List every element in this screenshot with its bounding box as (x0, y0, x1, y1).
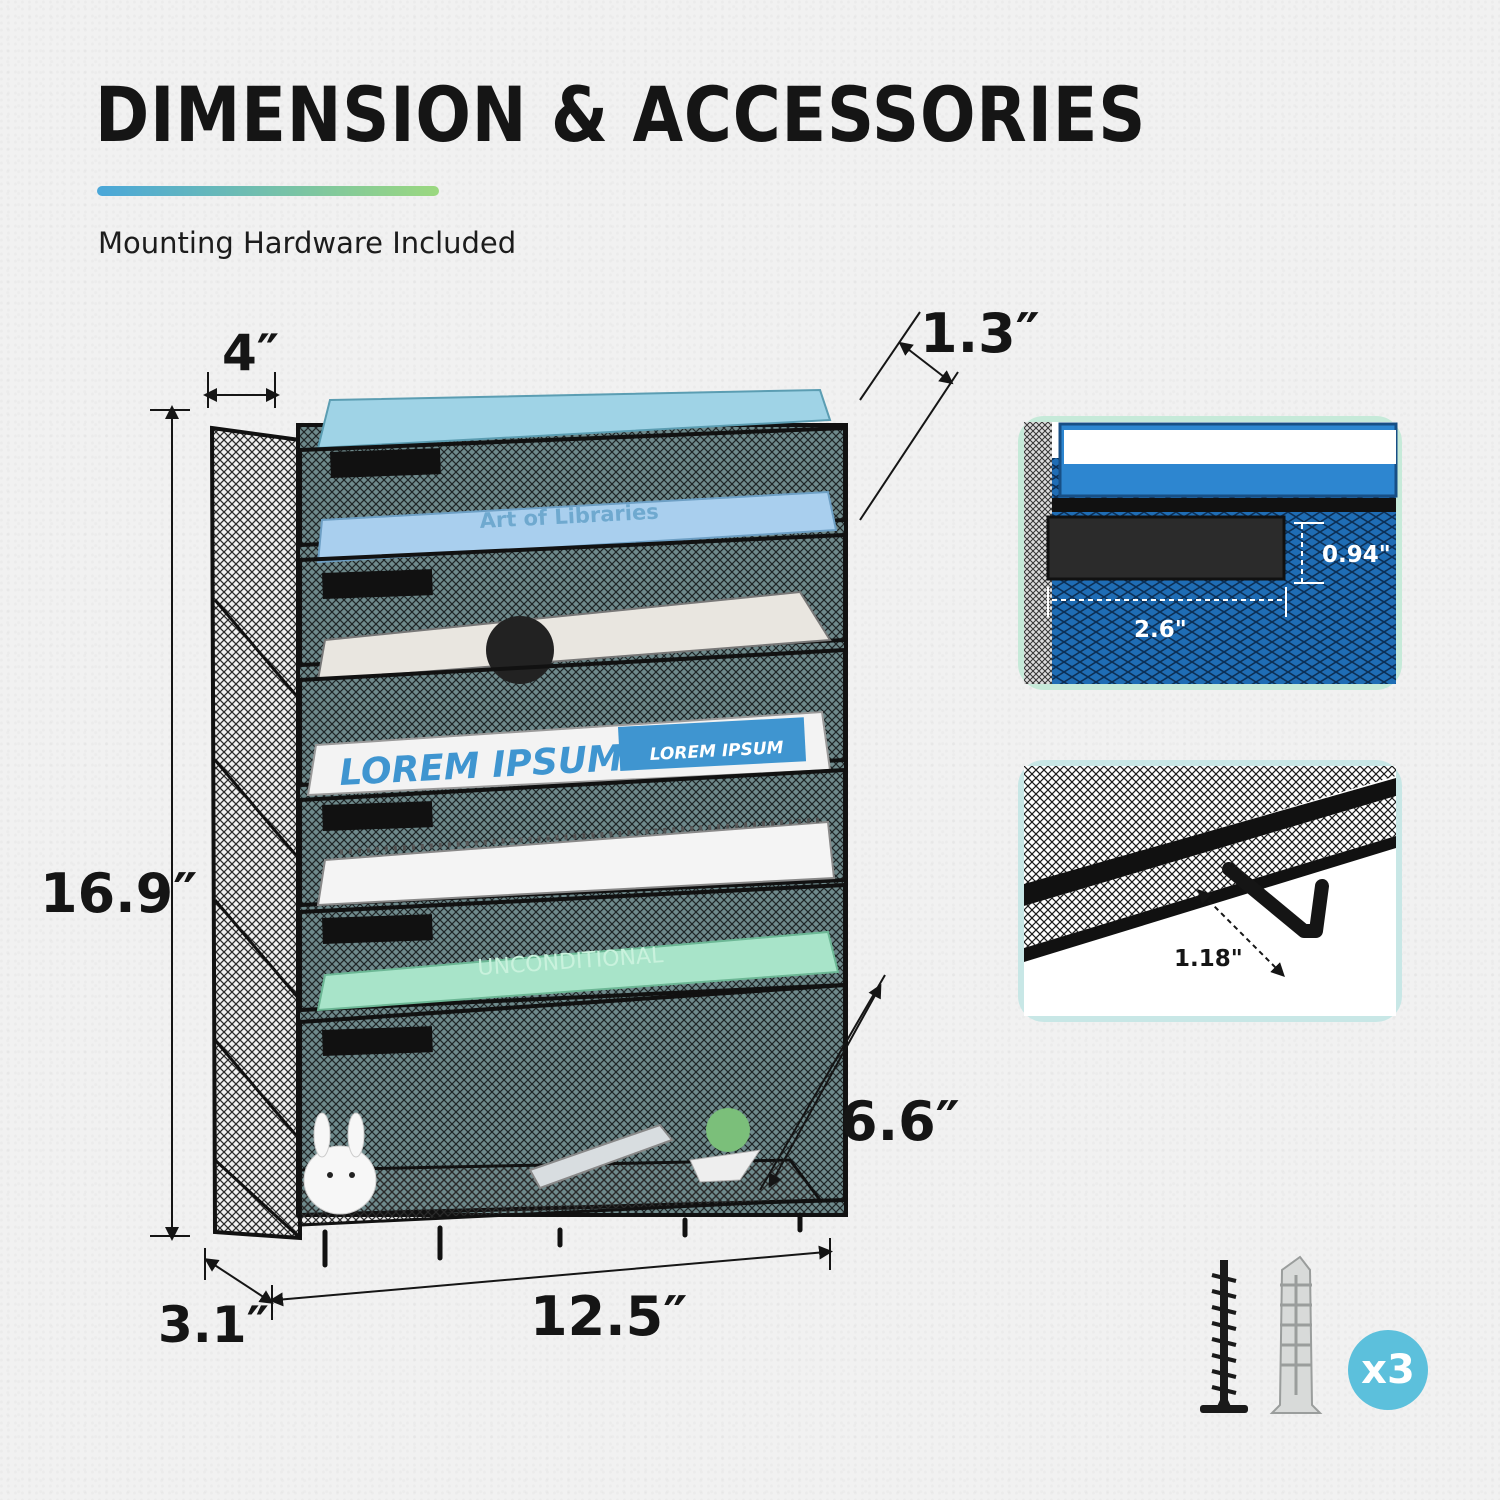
organizer-side-panel (209, 425, 302, 1241)
label-holder-height: 0.94" (1322, 542, 1391, 568)
organizer-pockets: Art of Libraries LOREM IPSUM LOREM IPSUM… (298, 388, 847, 1268)
dimension-width: 12.5″ (530, 1285, 687, 1348)
screw-icon (1200, 1260, 1248, 1413)
dimension-slot-depth: 1.3″ (920, 302, 1040, 365)
product-illustration: Art of Libraries LOREM IPSUM LOREM IPSUM… (40, 302, 1040, 1354)
mounting-hardware (1200, 1255, 1323, 1414)
page-title: DIMENSION & ACCESSORIES (95, 70, 1147, 159)
dimension-top-depth: 4″ (222, 324, 279, 382)
dimension-lines (150, 311, 959, 1320)
dimension-bottom-depth: 3.1″ (158, 1296, 269, 1354)
label-holder-width: 2.6" (1134, 617, 1187, 643)
hook-detail: 1.18" (1024, 766, 1396, 1016)
page-subtitle: Mounting Hardware Included (98, 226, 517, 260)
hook-length: 1.18" (1174, 946, 1243, 972)
inset-hook: 1.18" (1018, 760, 1402, 1022)
inset-label-holder: 0.94" 2.6" (1018, 416, 1402, 690)
wall-anchor-icon (1269, 1255, 1323, 1414)
title-accent-bar (97, 186, 439, 196)
quantity-badge: x3 (1348, 1330, 1428, 1410)
dimension-height: 16.9″ (40, 862, 197, 925)
dimension-pocket-depth: 6.6″ (840, 1090, 960, 1153)
label-holder-detail: 0.94" 2.6" (1024, 422, 1398, 684)
